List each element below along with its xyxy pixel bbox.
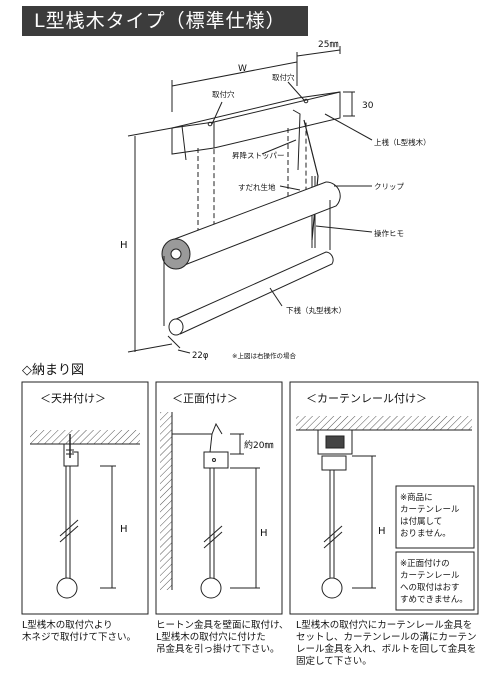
panel-ceiling-frame (21, 381, 149, 615)
panel-ceiling-h: H (120, 524, 128, 535)
label-mounting-hole-right: 取付穴 (272, 72, 295, 82)
l-bracket-ceiling (63, 444, 79, 467)
leader-22 (177, 349, 191, 354)
label-bottom-bar: 下桟（丸型桟木） (286, 305, 346, 315)
main-note: ※上図は右操作の場合 (232, 351, 296, 360)
mounting-hole-right (303, 98, 309, 104)
note2-line1: ※正面付けの (400, 558, 450, 569)
dim-22-text: 22φ (192, 351, 209, 361)
leader-stopper (261, 139, 297, 155)
caption-front-3: 吊金具を引っ掛けて下さい。 (156, 643, 280, 655)
hiton-hook (172, 422, 223, 435)
note-box-2 (395, 551, 475, 611)
panel-front-h: H (260, 528, 268, 539)
leader-hole-right (287, 81, 305, 101)
note1-line2: カーテンレール (400, 505, 460, 515)
label-clip: クリップ (374, 182, 404, 191)
panel-rail-h: H (378, 526, 386, 537)
bottom-bar-rail (321, 577, 343, 599)
panel-rail-title: ＜カーテンレール付け＞ (306, 392, 427, 405)
dim-w-line (171, 61, 298, 87)
bottom-bar-ceiling (56, 577, 78, 599)
rail-bracket (321, 455, 347, 471)
caption-rail-2: セットし、カーテンレールの溝にカーテン (296, 631, 477, 643)
label-fabric: すだれ生地 (238, 182, 276, 192)
label-stopper: 昇降ストッパー (232, 150, 285, 160)
panel-ceiling-title: ＜天井付け＞ (40, 391, 106, 405)
dim-30-text: 30 (362, 101, 374, 111)
label-mounting-hole-left: 取付穴 (212, 89, 235, 99)
leader-hole-left (211, 101, 223, 125)
caption-front-2: L型桟木の取付穴に付けた (156, 631, 266, 643)
caption-ceiling-2: 木ネジで取付けて下さい。 (22, 631, 136, 643)
ceiling-hatch (30, 430, 140, 444)
note-box-1 (395, 485, 475, 549)
page-title: L型桟木タイプ（標準仕様） (22, 6, 308, 36)
stopper-line (292, 109, 301, 171)
caption-rail-1: L型桟木の取付穴にカーテンレール金具を (296, 619, 472, 631)
bottom-bar-front (200, 577, 222, 599)
leader-cord (315, 225, 373, 233)
panel-front-title: ＜正面付け＞ (172, 392, 238, 405)
section-title: ◇納まり図 (22, 363, 84, 378)
caption-rail-3: レール金具を入れ、ボルトを回して金具を (296, 643, 476, 655)
label-top-bar: 上桟（L型桟木） (374, 137, 431, 147)
note2-line3: への取付はおす (400, 582, 460, 593)
leader-bottom-bar (269, 287, 283, 307)
note2-line2: カーテンレール (400, 571, 460, 581)
fabric-roll-cylinder (171, 181, 341, 267)
panel-front-frame (155, 381, 283, 615)
panel-rail: ＜カーテンレール付け＞ H ※商品に カーテンレール は付属して おりません。 … (289, 381, 479, 615)
dim-w-text: W (238, 64, 247, 74)
leader-fabric (279, 185, 301, 191)
clip-strap (303, 119, 319, 241)
rail-ceiling-hatch (296, 416, 472, 430)
label-cord: 操作ヒモ (374, 228, 404, 238)
leader-top-bar (324, 113, 373, 141)
bottom-bar-round (173, 251, 334, 335)
panel-rail-frame (289, 381, 479, 615)
note1-line4: おりません。 (400, 529, 451, 539)
note1-line3: は付属して (400, 516, 442, 527)
wall-hatch (160, 412, 172, 590)
panel-ceiling: ＜天井付け＞ H (21, 381, 149, 615)
main-diagram (127, 46, 373, 354)
hanging-hook (209, 433, 213, 453)
note2-line4: すめできません。 (400, 595, 468, 605)
caption-ceiling-1: L型桟木の取付穴より (22, 619, 113, 631)
note1-line1: ※商品に (400, 492, 433, 503)
panel-front: ＜正面付け＞ 約20㎜ H (155, 381, 283, 615)
panel-front-dim20: 約20㎜ (244, 439, 273, 451)
dim-h-text: H (120, 240, 128, 251)
caption-rail-4: 固定して下さい。 (296, 655, 372, 667)
mounting-hole-left (207, 121, 213, 127)
top-bar-l-wood (171, 91, 341, 155)
dim-25-text: 25㎜ (318, 40, 338, 50)
caption-front-1: ヒートン金具を壁面に取付け、 (156, 619, 289, 631)
dim-25-line (296, 49, 341, 57)
